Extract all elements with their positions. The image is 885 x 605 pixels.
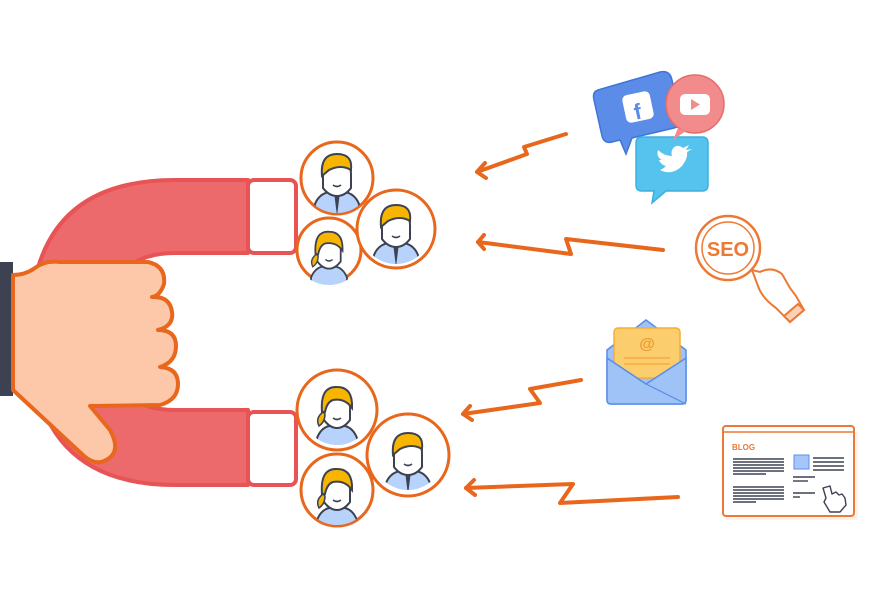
seo-magnifier-icon: SEO [694, 214, 806, 324]
arrow-blog [464, 478, 680, 505]
magnet-top-pole [246, 178, 298, 255]
bottom-people-group [295, 368, 451, 528]
sleeve [0, 262, 13, 396]
blog-label: BLOG [732, 443, 755, 452]
facebook-icon: f [592, 70, 682, 157]
magnet-bottom-pole [246, 410, 298, 487]
top-people-group [295, 140, 437, 285]
pointer-hand-icon [822, 485, 847, 513]
arrow-social [475, 132, 568, 180]
email-at-label: @ [639, 336, 655, 353]
arrow-seo [476, 233, 665, 256]
social-media-icons: f [592, 70, 725, 205]
arrow-email [461, 378, 583, 422]
youtube-icon [665, 74, 725, 140]
hand-icon [11, 259, 180, 465]
seo-label: SEO [707, 239, 749, 261]
blog-page-icon: BLOG [722, 425, 858, 520]
email-envelope-icon: @ [606, 319, 687, 405]
twitter-icon [635, 136, 709, 205]
